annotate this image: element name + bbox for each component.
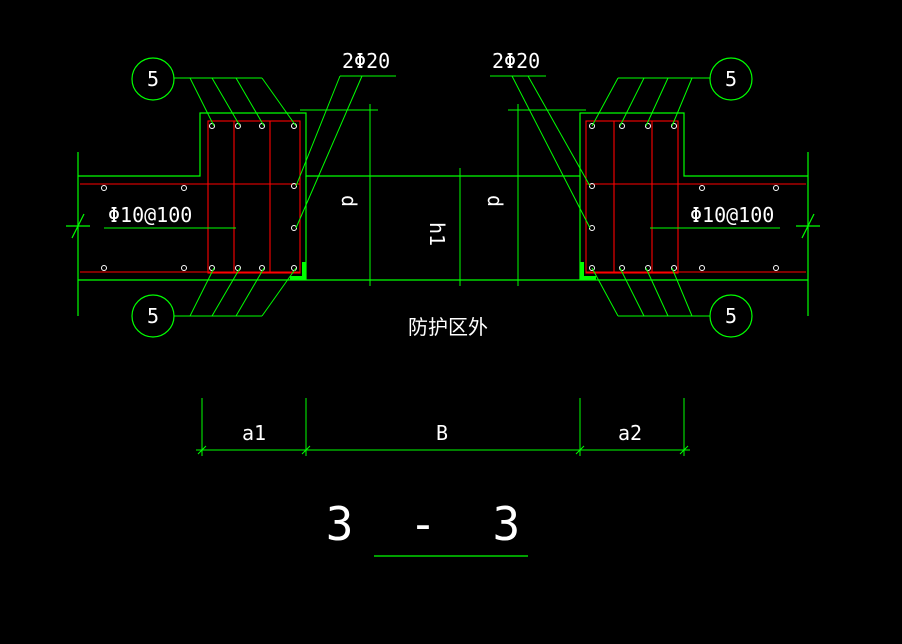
zone-label: 防护区外 <box>408 315 488 339</box>
right-column-stirrup <box>585 120 679 274</box>
callout-top-right: 5 <box>709 57 753 101</box>
dim-h1: h1 <box>425 222 449 246</box>
stirrup-label-right: Φ10@100 <box>690 203 774 227</box>
wall-outline <box>66 112 820 316</box>
right-break-symbol <box>796 213 820 239</box>
corner-markers <box>290 262 596 280</box>
leader-lines <box>104 75 780 317</box>
dim-a2: a2 <box>618 421 642 445</box>
rebar-label-left: 2Φ20 <box>342 49 390 73</box>
callout-bottom-right: 5 <box>709 294 753 338</box>
callout-number: 5 <box>147 304 159 328</box>
dim-a1: a1 <box>242 421 266 445</box>
stirrup-label-left: Φ10@100 <box>108 203 192 227</box>
rebar-group <box>80 120 806 274</box>
callout-number: 5 <box>725 67 737 91</box>
dim-d-right: d <box>483 195 507 207</box>
dim-B: B <box>436 421 448 445</box>
callout-top-left: 5 <box>131 57 175 101</box>
left-break-symbol <box>66 213 90 239</box>
opening-dimensions <box>300 104 586 286</box>
callout-number: 5 <box>725 304 737 328</box>
bottom-dimension-chain <box>196 398 690 456</box>
left-column-stirrup <box>207 120 301 274</box>
rebar-label-right: 2Φ20 <box>492 49 540 73</box>
dim-d-left: d <box>337 195 361 207</box>
section-title: 3 - 3 <box>326 497 534 551</box>
left-wall-top-edge <box>78 112 808 177</box>
callout-number: 5 <box>147 67 159 91</box>
callout-bottom-left: 5 <box>131 294 175 338</box>
rebar-dots <box>101 123 779 271</box>
